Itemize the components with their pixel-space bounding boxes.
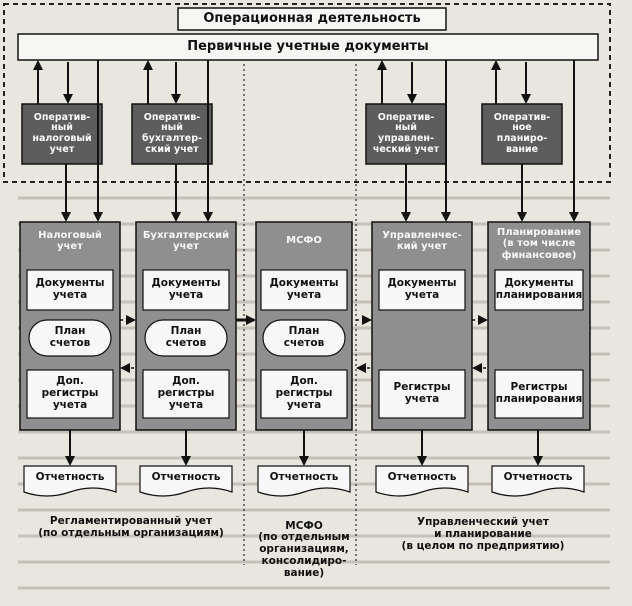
tax-chart-of-accounts bbox=[28, 319, 112, 357]
tax-documents-label: Документы учета bbox=[35, 277, 105, 301]
management-report-label: Отчетность bbox=[387, 471, 457, 484]
operational-management-box bbox=[365, 103, 447, 165]
operational-bookkeeping-box bbox=[131, 103, 213, 165]
management-accounting-caption: Управленческий учет и планирование (в це… bbox=[401, 516, 565, 552]
report-arrows bbox=[65, 430, 543, 466]
planning-registers-label: Регистры планирования bbox=[495, 381, 583, 405]
planning-documents-box bbox=[494, 269, 584, 311]
regulated-accounting-caption: Регламентированный учет (по отдельным ор… bbox=[38, 515, 224, 539]
tax-registers-label: Доп. регистры учета bbox=[41, 375, 99, 411]
bookkeeping-report-label: Отчетность bbox=[151, 471, 221, 484]
ifrs-chart-of-accounts bbox=[262, 319, 346, 357]
ifrs-documents-box bbox=[260, 269, 348, 311]
bookkeeping-chart-of-accounts bbox=[144, 319, 228, 357]
management-column-title: Управленчес- кий учет bbox=[382, 229, 462, 252]
operational-bookkeeping-label: Оператив- ный бухгалтер- ский учет bbox=[142, 111, 202, 155]
ifrs-caption: МСФО (по отдельным организациям, консоли… bbox=[258, 519, 350, 579]
bookkeeping-registers-box bbox=[142, 369, 230, 419]
ifrs-documents-label: Документы учета bbox=[269, 277, 339, 301]
operational-planning-box bbox=[481, 103, 563, 165]
primary-documents-box bbox=[17, 33, 599, 61]
management-documents-box bbox=[378, 269, 466, 311]
bookkeeping-registers-label: Доп. регистры учета bbox=[157, 375, 215, 411]
ifrs-chart-label: План счетов bbox=[283, 325, 325, 349]
column-dividers bbox=[243, 64, 357, 565]
tax-documents-box bbox=[26, 269, 114, 311]
planning-report-label: Отчетность bbox=[503, 471, 573, 484]
tax-column-title: Налоговый учет bbox=[38, 229, 102, 252]
ifrs-registers-label: Доп. регистры учета bbox=[275, 375, 333, 411]
tax-registers-box bbox=[26, 369, 114, 419]
bookkeeping-column-title: Бухгалтерский учет bbox=[142, 229, 230, 252]
primary-documents-title: Первичные учетные документы bbox=[187, 38, 429, 54]
ifrs-report-shape bbox=[257, 465, 351, 497]
tax-chart-label: План счетов bbox=[49, 325, 91, 349]
planning-column-title: Планирование (в том числе финансовое) bbox=[496, 227, 582, 261]
ifrs-report-label: Отчетность bbox=[269, 471, 339, 484]
operational-activity-box bbox=[177, 7, 447, 31]
management-documents-label: Документы учета bbox=[387, 277, 457, 301]
tax-report-shape bbox=[23, 465, 117, 497]
horizontal-flow-arrows bbox=[120, 315, 488, 373]
management-registers-box bbox=[378, 369, 466, 419]
management-registers-label: Регистры учета bbox=[393, 381, 451, 405]
bookkeeping-report-shape bbox=[139, 465, 233, 497]
bookkeeping-documents-box bbox=[142, 269, 230, 311]
operational-management-label: Оператив- ный управлен- ческий учет bbox=[372, 111, 440, 155]
planning-report-shape bbox=[491, 465, 585, 497]
ifrs-column-title: МСФО bbox=[286, 235, 322, 247]
operational-dashed-frame bbox=[3, 3, 611, 183]
bookkeeping-chart-label: План счетов bbox=[165, 325, 207, 349]
operational-tax-box bbox=[21, 103, 103, 165]
ifrs-registers-box bbox=[260, 369, 348, 419]
management-report-shape bbox=[375, 465, 469, 497]
tax-report-label: Отчетность bbox=[35, 471, 105, 484]
planning-registers-box bbox=[494, 369, 584, 419]
bookkeeping-documents-label: Документы учета bbox=[151, 277, 221, 301]
operational-tax-label: Оператив- ный налоговый учет bbox=[32, 111, 92, 155]
top-arrows bbox=[33, 60, 579, 222]
planning-documents-label: Документы планирования bbox=[495, 277, 583, 301]
operational-activity-title: Операционная деятельность bbox=[203, 10, 421, 26]
operational-planning-label: Оператив- ное планиро- вание bbox=[493, 111, 551, 155]
